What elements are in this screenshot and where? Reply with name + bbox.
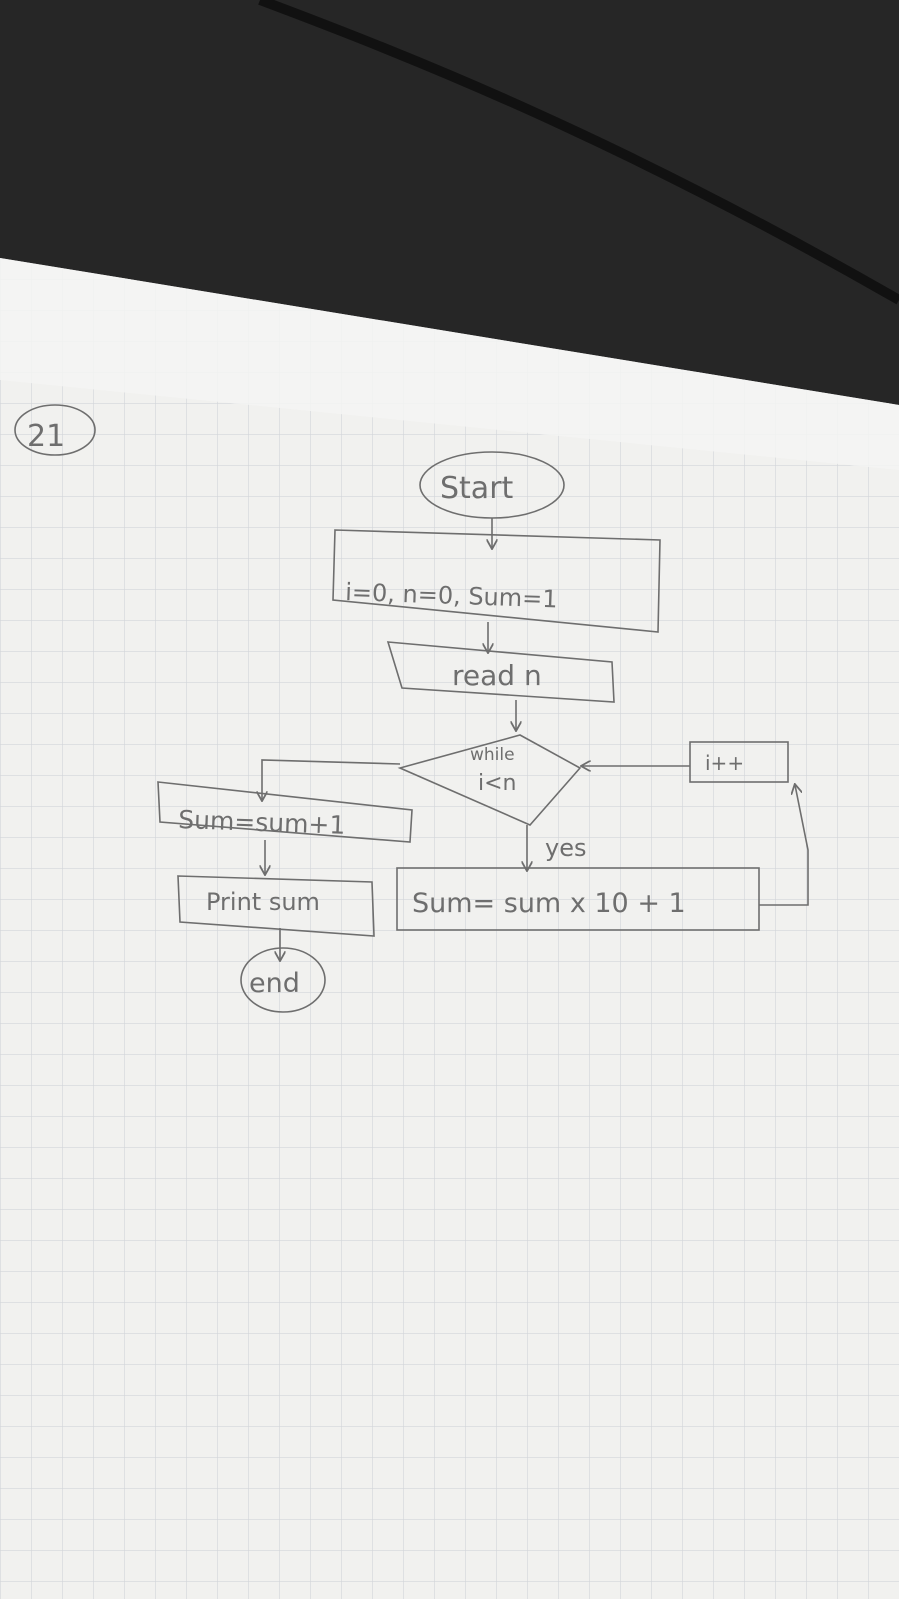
condition-node: while i<n xyxy=(397,734,582,826)
page-number-text: 21 xyxy=(27,419,65,454)
increment-node: i++ xyxy=(689,741,789,783)
loop-body-node: Sum= sum x 10 + 1 xyxy=(396,867,760,931)
paper-sheet xyxy=(0,258,899,1599)
print-node: Print sum xyxy=(177,875,375,937)
after-loop-node: Sum=sum+1 xyxy=(157,781,413,843)
arrow-body-increment xyxy=(759,785,809,906)
loop-body-label: Sum= sum x 10 + 1 xyxy=(412,888,686,919)
start-label: Start xyxy=(440,471,514,506)
after-loop-label: Sum=sum+1 xyxy=(178,805,346,840)
arrow-condition-exit xyxy=(262,759,401,800)
page-number: 21 xyxy=(14,404,96,456)
end-label: end xyxy=(249,968,300,999)
condition-line2: i<n xyxy=(478,771,517,796)
read-node: read n xyxy=(386,641,615,703)
cable-shadow xyxy=(258,0,899,305)
read-label: read n xyxy=(452,659,542,692)
end-node: end xyxy=(240,947,326,1013)
condition-line1: while xyxy=(470,745,515,765)
print-label: Print sum xyxy=(206,888,320,916)
increment-label: i++ xyxy=(705,751,744,775)
yes-label: yes xyxy=(545,834,586,862)
